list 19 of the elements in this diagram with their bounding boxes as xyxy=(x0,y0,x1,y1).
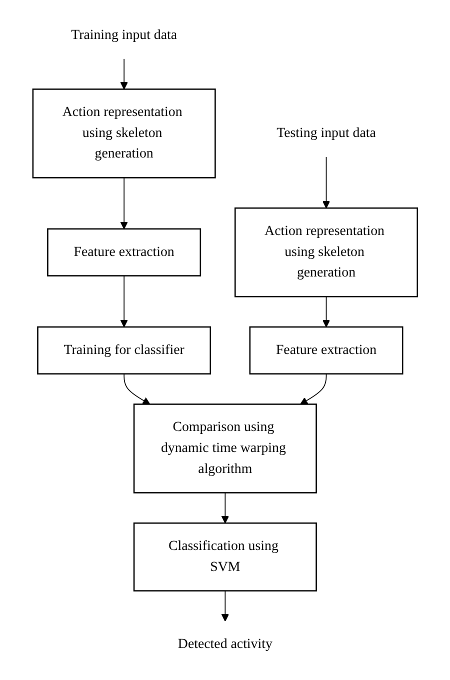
arrow xyxy=(123,373,150,405)
node-box: Action representation using skeleton generation xyxy=(234,207,418,298)
arrow xyxy=(120,58,128,90)
arrow xyxy=(221,590,229,622)
node-box: Classification using SVM xyxy=(133,522,317,592)
node-text: Detected activity xyxy=(178,636,272,652)
arrow xyxy=(120,275,128,328)
arrow xyxy=(120,177,128,230)
arrow xyxy=(221,492,229,524)
node-box: Comparison using dynamic time warping algorithm xyxy=(133,404,317,494)
arrow xyxy=(322,296,330,328)
node-box: Feature extraction xyxy=(249,326,404,374)
node-box: Training for classifier xyxy=(36,326,211,374)
node-box: Feature extraction xyxy=(46,228,201,276)
arrow xyxy=(322,156,330,208)
node-text: Testing input data xyxy=(276,126,376,140)
node-box: Action representation using skeleton generation xyxy=(32,88,216,178)
node-text: Training input data xyxy=(70,28,177,42)
arrow xyxy=(300,373,327,405)
